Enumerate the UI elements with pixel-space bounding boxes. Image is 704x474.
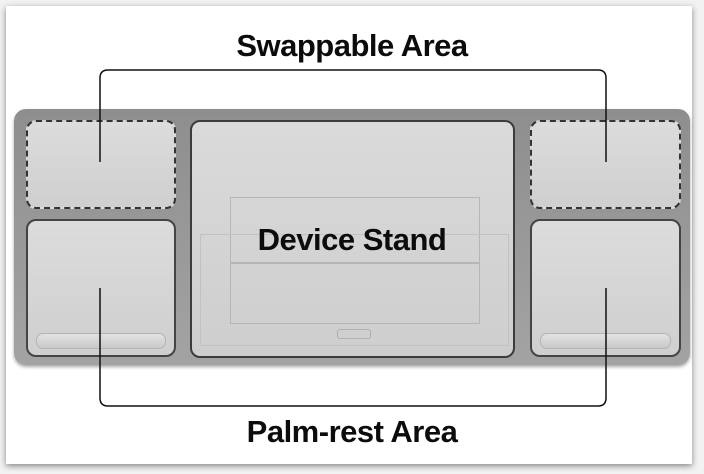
left-palm-rest-pad [36,333,166,349]
stand-logo-mark [337,329,371,339]
device-stand [190,120,515,358]
stand-upper-panel [230,197,480,264]
swappable-area-label: Swappable Area [236,28,468,63]
swappable-bracket [99,69,607,162]
left-swappable-compartment [26,120,176,209]
stand-lower-panel [230,262,480,324]
palm-rest-bracket [99,288,607,407]
left-palm-rest-compartment [26,219,176,357]
device-stand-label: Device Stand [257,222,447,257]
palm-rest-area-label: Palm-rest Area [246,414,458,449]
stand-outer-panel [200,234,509,346]
